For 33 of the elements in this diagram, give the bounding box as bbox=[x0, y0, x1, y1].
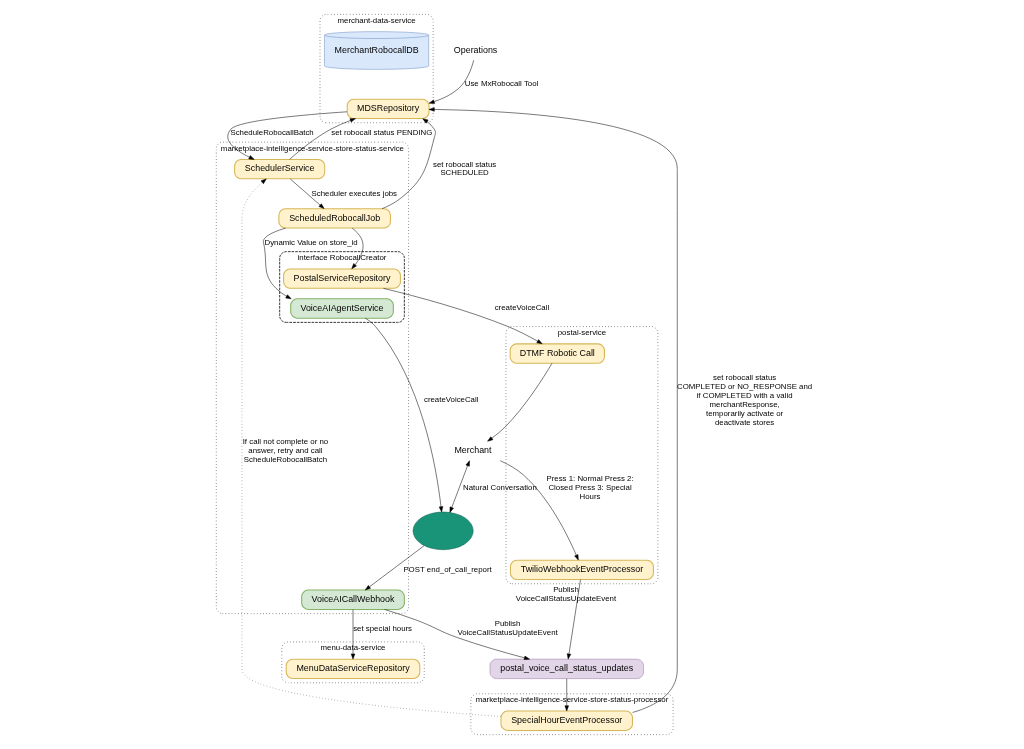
node-text: Operations bbox=[453, 44, 498, 55]
node-box: SchedulerService bbox=[234, 158, 326, 180]
arrow bbox=[500, 460, 579, 561]
arrow bbox=[365, 545, 425, 591]
node-box: PostalServiceRepository bbox=[283, 268, 401, 289]
arrow bbox=[383, 288, 543, 345]
arrow bbox=[428, 107, 678, 713]
arrow bbox=[263, 227, 292, 300]
node-box: VoiceAICallWebhook bbox=[301, 589, 405, 610]
node-text: Merchant bbox=[454, 445, 492, 456]
arrow bbox=[351, 227, 364, 270]
arrow bbox=[487, 363, 553, 442]
node-box: DTMF Robotic Call bbox=[509, 343, 605, 364]
arrow bbox=[289, 118, 356, 160]
arrow bbox=[384, 609, 530, 660]
arrow bbox=[365, 317, 444, 513]
node-box: MDSRepository bbox=[346, 98, 430, 120]
arrow bbox=[566, 579, 581, 660]
arrow bbox=[449, 460, 470, 513]
arrow bbox=[241, 178, 502, 717]
node-box: TwilioWebhookEventProcessor bbox=[509, 559, 654, 581]
node-box: ScheduledRobocallJob bbox=[278, 208, 391, 229]
node-box: VoiceAIAgentService bbox=[290, 298, 394, 319]
arrow bbox=[227, 111, 348, 160]
arrow bbox=[350, 609, 356, 660]
arrow bbox=[290, 178, 325, 209]
node-ellipse bbox=[412, 511, 474, 550]
arrow bbox=[381, 118, 436, 209]
arrow bbox=[428, 60, 474, 104]
arrow bbox=[564, 678, 569, 712]
node-box: MenuDataServiceRepository bbox=[285, 658, 421, 680]
node-box: postal_voice_call_status_updates bbox=[489, 658, 644, 679]
node-box: SpecialHourEventProcessor bbox=[500, 710, 633, 731]
